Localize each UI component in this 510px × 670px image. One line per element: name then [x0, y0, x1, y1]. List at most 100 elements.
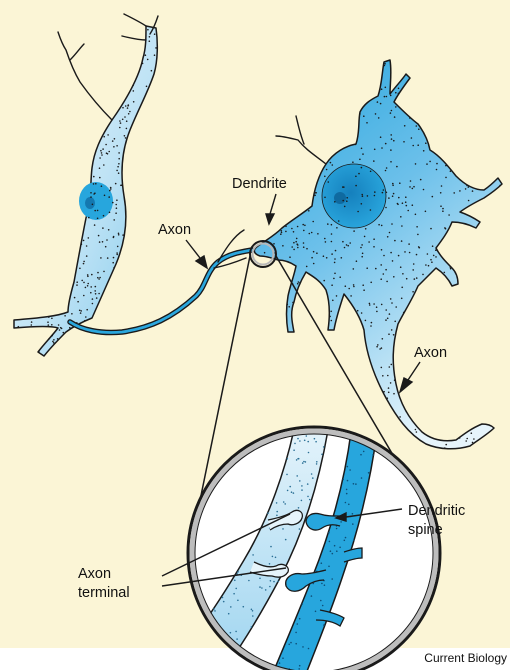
stipple-dot [92, 298, 94, 300]
stipple-dot [103, 136, 105, 138]
stipple-dot [121, 185, 123, 187]
stipple-dot [129, 111, 131, 113]
stipple-dot [80, 312, 82, 314]
stipple-dot [113, 236, 115, 238]
stipple-dot [110, 188, 112, 190]
stipple-dot [400, 266, 402, 268]
stipple-dot [450, 170, 452, 172]
stipple-dot [299, 528, 301, 530]
stipple-dot [393, 334, 395, 336]
stipple-dot [90, 192, 92, 194]
stipple-dot [99, 157, 101, 159]
stipple-dot [103, 271, 105, 273]
stipple-dot [374, 149, 376, 151]
stipple-dot [230, 632, 232, 634]
stipple-dot [299, 440, 301, 442]
stipple-dot [425, 142, 427, 144]
stipple-dot [361, 256, 363, 258]
stipple-dot [331, 253, 333, 255]
stipple-dot [324, 238, 326, 240]
stipple-dot [428, 265, 430, 267]
stipple-dot [381, 304, 383, 306]
stipple-dot [353, 483, 355, 485]
stipple-dot [326, 169, 328, 171]
stipple-dot [398, 88, 400, 90]
stipple-dot [342, 479, 344, 481]
stipple-dot [347, 245, 349, 247]
stipple-dot [334, 201, 336, 203]
stipple-dot [264, 252, 266, 254]
stipple-dot [83, 240, 85, 242]
stipple-dot [122, 107, 124, 109]
stipple-dot [93, 193, 95, 195]
stipple-dot [108, 151, 110, 153]
stipple-dot [296, 475, 298, 477]
stipple-dot [303, 230, 305, 232]
stipple-dot [430, 228, 432, 230]
stipple-dot [321, 454, 323, 456]
stipple-dot [308, 210, 310, 212]
stipple-dot [282, 657, 284, 659]
stipple-dot [314, 195, 316, 197]
stipple-dot [341, 257, 343, 259]
stipple-dot [97, 272, 99, 274]
stipple-dot [237, 571, 239, 573]
stipple-dot [51, 335, 53, 337]
stipple-dot [328, 181, 330, 183]
stipple-dot [302, 224, 304, 226]
stipple-dot [302, 646, 304, 648]
stipple-dot [53, 339, 55, 341]
stipple-dot [393, 393, 395, 395]
stipple-dot [275, 557, 277, 559]
stipple-dot [301, 489, 303, 491]
stipple-dot [116, 170, 118, 172]
stipple-dot [316, 461, 318, 463]
stipple-dot [252, 610, 254, 612]
stipple-dot [306, 248, 308, 250]
stipple-dot [385, 87, 387, 89]
stipple-dot [404, 125, 406, 127]
stipple-dot [297, 458, 299, 460]
stipple-dot [299, 618, 301, 620]
stipple-dot [344, 247, 346, 249]
stipple-dot [146, 86, 148, 88]
axon-label-left: Axon [158, 222, 191, 238]
stipple-dot [373, 246, 375, 248]
stipple-dot [282, 245, 284, 247]
stipple-dot [248, 580, 250, 582]
stipple-dot [276, 515, 278, 517]
stipple-dot [388, 387, 390, 389]
stipple-dot [107, 257, 109, 259]
stipple-dot [116, 145, 118, 147]
stipple-dot [353, 268, 355, 270]
stipple-dot [347, 480, 349, 482]
source-credit: Current Biology [424, 651, 507, 665]
stipple-dot [301, 485, 303, 487]
stipple-dot [390, 134, 392, 136]
stipple-dot [293, 231, 295, 233]
stipple-dot [390, 149, 392, 151]
stipple-dot [115, 212, 117, 214]
stipple-dot [214, 610, 216, 612]
stipple-dot [336, 550, 338, 552]
stipple-dot [303, 246, 305, 248]
stipple-dot [99, 277, 101, 279]
stipple-dot [366, 122, 368, 124]
right-nucleolus [334, 192, 346, 204]
stipple-dot [393, 140, 395, 142]
stipple-dot [51, 318, 53, 320]
stipple-dot [233, 593, 235, 595]
stipple-dot [79, 268, 81, 270]
stipple-dot [412, 291, 414, 293]
stipple-dot [301, 603, 303, 605]
stipple-dot [465, 440, 467, 442]
dendritic-spine-label-line2: spine [408, 522, 443, 538]
stipple-dot [76, 284, 78, 286]
stipple-dot [88, 237, 90, 239]
stipple-dot [87, 274, 89, 276]
stipple-dot [414, 278, 416, 280]
stipple-dot [376, 306, 378, 308]
stipple-dot [390, 112, 392, 114]
stipple-dot [395, 306, 397, 308]
stipple-dot [57, 338, 59, 340]
